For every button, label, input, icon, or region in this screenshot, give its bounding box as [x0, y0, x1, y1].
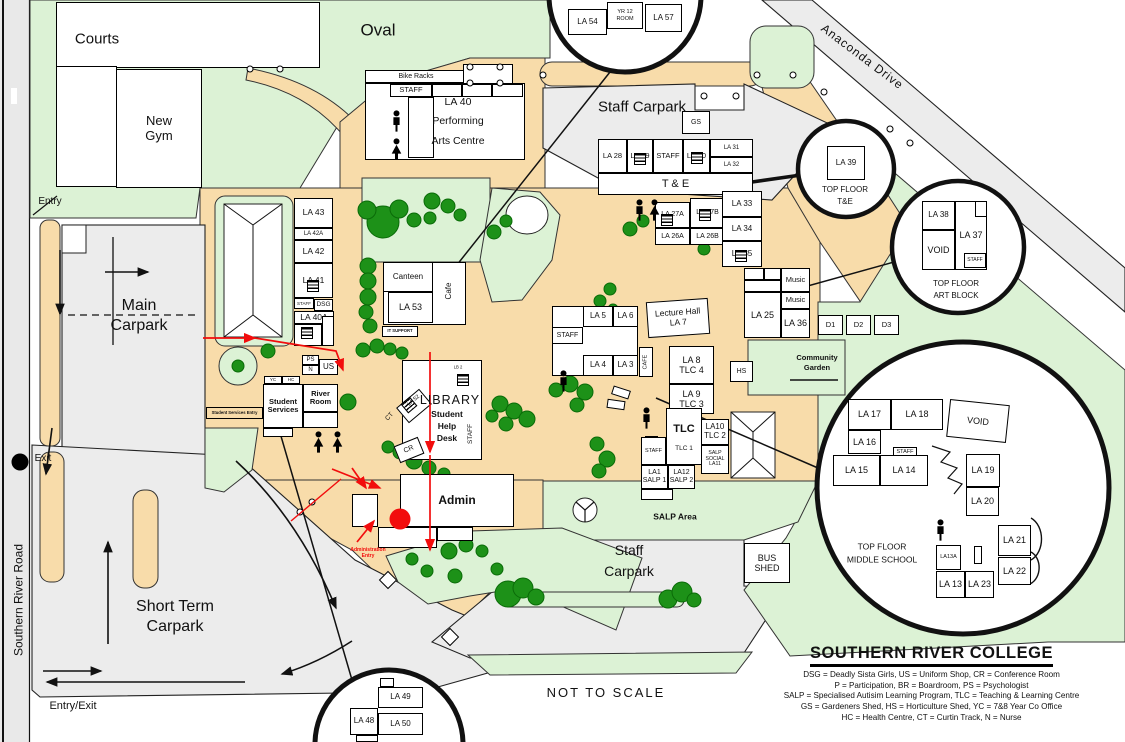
- label-main-carpark: Main Carpark: [110, 297, 168, 334]
- label-la-40-performing-arts-centre: LA 40 Performing Arts Centre: [431, 95, 485, 147]
- label-library: LIBRARY: [419, 393, 481, 408]
- label-entry-exit: Entry/Exit: [49, 700, 97, 713]
- legend: SOUTHERN RIVER COLLEGE DSG = Deadly Sist…: [738, 644, 1125, 723]
- label-ct: CT: [384, 411, 396, 423]
- label-southern-river-road: Southern River Road: [11, 543, 26, 657]
- label-cafe: Cafe: [444, 282, 453, 300]
- label-administration-entry: Administration Entry: [350, 546, 386, 559]
- legend-line: GS = Gardeners Shed, HS = Horticulture S…: [800, 702, 1063, 712]
- legend-line: P = Participation, BR = Boardroom, PS = …: [834, 680, 1029, 690]
- legend-line: DSG = Deadly Sista Girls, US = Uniform S…: [803, 670, 1060, 679]
- label-courts: Courts: [74, 30, 120, 48]
- label-tlc: TLC: [673, 423, 695, 436]
- college-title: SOUTHERN RIVER COLLEGE: [810, 644, 1053, 667]
- label-short-term-carpark: Short Term Carpark: [136, 598, 214, 635]
- label-tlc-1: TLC 1: [675, 444, 693, 452]
- label-exit: Exit: [34, 452, 52, 464]
- label-lb-2: LB 2: [453, 364, 463, 370]
- label-student-help-desk: Student Help Desk: [431, 409, 463, 443]
- label-not-to-scale: NOT TO SCALE: [546, 684, 666, 700]
- label-community-garden: Community Garden: [796, 352, 838, 372]
- label-staff-carpark: Staff Carpark: [604, 542, 654, 579]
- label-top-floor-middle-school: TOP FLOOR MIDDLE SCHOOL: [846, 541, 918, 564]
- label-staff: STAFF: [466, 423, 474, 445]
- legend-line: HC = Health Centre, CT = Curtin Track, N…: [841, 712, 1022, 722]
- label-staff-carpark: Staff Carpark: [597, 98, 687, 116]
- label-top-floor-art-block: TOP FLOOR ART BLOCK: [933, 279, 979, 300]
- label-salp-area: SALP Area: [653, 511, 697, 522]
- label-top-floor-t-e: TOP FLOOR T&E: [822, 185, 868, 206]
- label-anaconda-drive: Anaconda Drive: [818, 21, 907, 93]
- legend-line: SALP = Specialised Autisim Learning Prog…: [783, 691, 1080, 701]
- label-entry: Entry: [38, 195, 62, 207]
- label-cafe: CAFE: [642, 354, 649, 370]
- label-oval: Oval: [360, 20, 396, 40]
- legend-lines: DSG = Deadly Sista Girls, US = Uniform S…: [738, 670, 1125, 723]
